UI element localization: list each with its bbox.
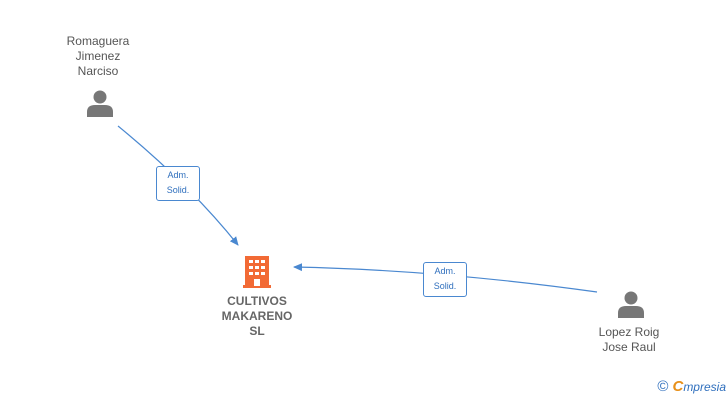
person-lopez-name: Lopez Roig Jose Raul xyxy=(598,325,660,354)
person-romaguera-name: Romaguera Jimenez Narciso xyxy=(66,34,130,78)
copyright-symbol: © xyxy=(657,378,669,395)
person-icon[interactable] xyxy=(86,89,114,117)
brand-name-rest: mpresia xyxy=(683,380,726,394)
brand-name: Cmpresia xyxy=(672,378,726,396)
edge-label-lopez: Adm. Solid. xyxy=(423,262,467,297)
brand-watermark: © Cmpresia xyxy=(657,378,726,396)
company-name[interactable]: CULTIVOS MAKARENO SL xyxy=(221,294,293,338)
brand-logo-letter: C xyxy=(672,378,684,395)
edge-label-romaguera: Adm. Solid. xyxy=(156,166,200,201)
building-icon[interactable] xyxy=(243,254,271,288)
person-icon[interactable] xyxy=(617,290,645,318)
